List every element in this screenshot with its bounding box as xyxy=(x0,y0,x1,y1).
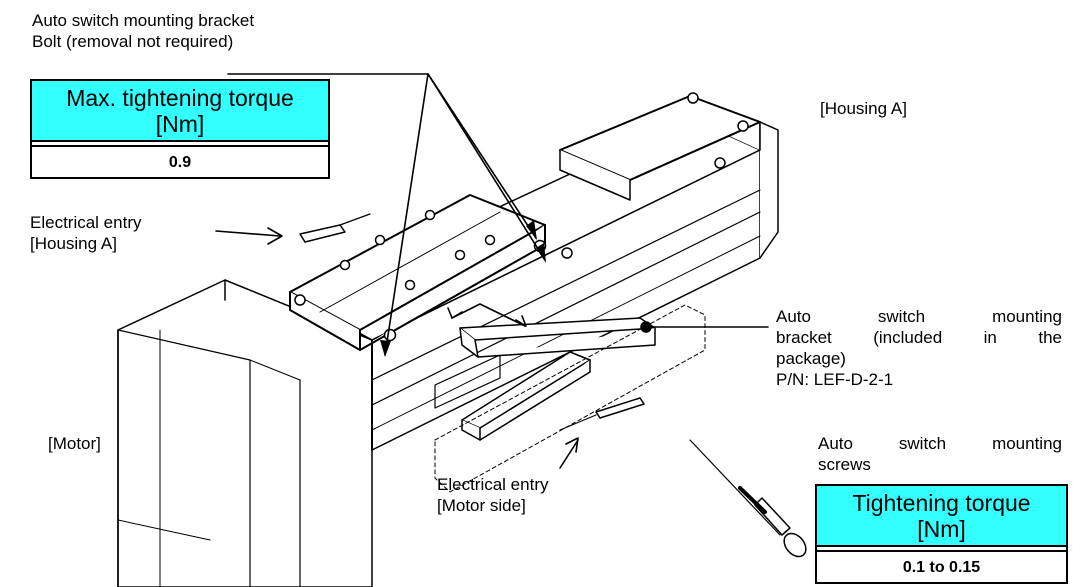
entry-motor-label: Electrical entry [Motor side] xyxy=(437,474,548,516)
screws-line1: Auto switch mounting xyxy=(818,433,1062,454)
max-torque-header-line2: [Nm] xyxy=(155,111,205,137)
max-torque-table: Max. tightening torque [Nm] 0.9 xyxy=(30,79,330,179)
leader-lines xyxy=(215,73,769,469)
entry-housing-label: Electrical entry [Housing A] xyxy=(30,212,141,254)
bracket-line2-word: (included xyxy=(873,328,943,347)
bracket-line1-word: Auto xyxy=(776,307,811,326)
max-torque-header-line1: Max. tightening torque xyxy=(66,85,294,111)
motor-block xyxy=(117,279,373,587)
bolt-label: Auto switch mounting bracket Bolt (remov… xyxy=(32,10,254,52)
screw-torque-value: 0.1 to 0.15 xyxy=(817,550,1066,582)
bracket-line2-word: bracket xyxy=(776,328,832,347)
dashed-region xyxy=(434,304,706,493)
screw-torque-table: Tightening torque [Nm] 0.1 to 0.15 xyxy=(815,484,1068,584)
bracket-line1: Auto switch mounting xyxy=(776,306,1062,327)
housing-a-label: [Housing A] xyxy=(820,99,907,118)
auto-switch-lower xyxy=(559,397,645,431)
mounting-bracket xyxy=(459,317,656,358)
bracket-label: Auto switch mounting bracket (included i… xyxy=(776,306,1062,390)
entry-motor-line2: [Motor side] xyxy=(437,496,526,515)
screw-torque-header: Tightening torque [Nm] xyxy=(817,486,1066,547)
motor-label: [Motor] xyxy=(48,434,101,453)
bolt-arrowheads xyxy=(380,220,546,357)
bracket-line2: bracket (included in the xyxy=(776,327,1062,348)
bracket-line1-word: mounting xyxy=(992,307,1062,326)
screw-torque-header-line2: [Nm] xyxy=(917,516,966,542)
entry-motor-line1: Electrical entry xyxy=(437,475,549,494)
bracket-lower xyxy=(461,351,591,441)
screws-line1-word: switch xyxy=(898,434,947,453)
max-torque-value: 0.9 xyxy=(32,145,328,177)
screws-label: Auto switch mounting screws xyxy=(818,433,1062,475)
bolt-label-line1: Auto switch mounting bracket xyxy=(32,11,255,30)
screw-torque-header-line1: Tightening torque xyxy=(852,490,1031,516)
screws-line1-word: Auto xyxy=(818,434,853,453)
slider-table xyxy=(289,194,547,351)
bracket-line3: package) xyxy=(776,349,846,368)
screwdriver xyxy=(689,439,807,558)
entry-housing-line2: [Housing A] xyxy=(30,234,117,253)
bolt-label-line2: Bolt (removal not required) xyxy=(32,32,234,51)
bracket-line2-word: the xyxy=(1038,328,1062,347)
bracket-part-number: P/N: LEF-D-2-1 xyxy=(776,370,894,389)
entry-housing-line1: Electrical entry xyxy=(30,213,142,232)
screws-line2: screws xyxy=(818,455,871,474)
bracket-line1-word: switch xyxy=(877,307,926,326)
bracket-line2-word: in xyxy=(983,328,997,347)
auto-switch-upper xyxy=(299,213,371,243)
max-torque-header: Max. tightening torque [Nm] xyxy=(32,81,328,142)
screws-line1-word: mounting xyxy=(992,434,1062,453)
